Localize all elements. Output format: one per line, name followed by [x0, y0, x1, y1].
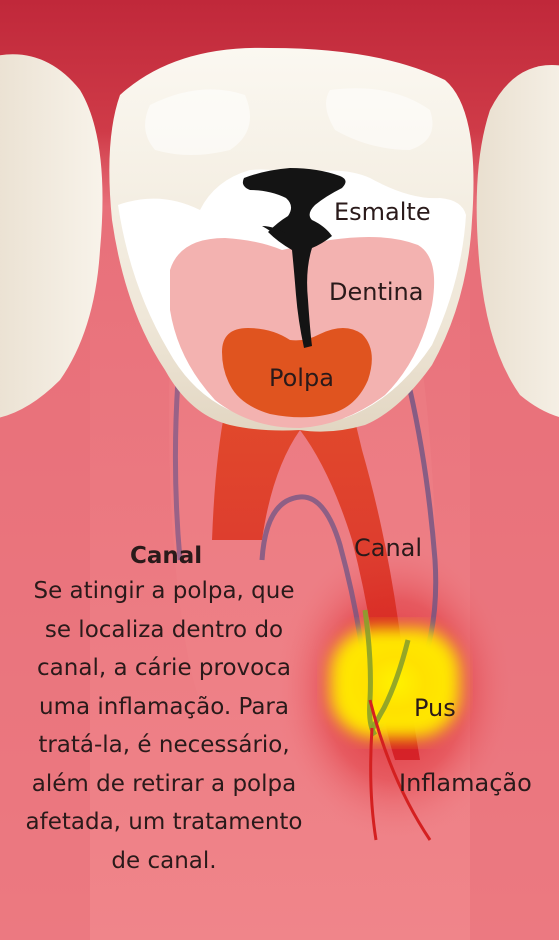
left-tooth [0, 54, 103, 418]
crown-highlight-right [326, 88, 433, 150]
inflammation-line [368, 699, 432, 841]
pulp-chamber [222, 328, 372, 418]
cavity-branch [262, 226, 292, 250]
inflammation-line-2 [369, 727, 378, 841]
caption-title: Canal [130, 543, 203, 569]
cavity [242, 168, 346, 348]
caption-body: Se atingir a polpa, que se localiza dent… [25, 578, 303, 874]
label-pus: Pus [414, 694, 456, 722]
root-outline-left [172, 379, 183, 561]
caption: Canal Se atingir a polpa, que se localiz… [18, 541, 310, 880]
infected-pulp-canal [212, 400, 420, 760]
label-dentina: Dentina [329, 278, 424, 306]
label-canal: Canal [354, 534, 423, 562]
label-inflamacao: Inflamação [399, 769, 532, 797]
label-esmalte: Esmalte [334, 198, 431, 226]
label-polpa: Polpa [269, 364, 334, 392]
crown-highlight-left [145, 89, 250, 155]
root-tip-green-2 [369, 639, 411, 732]
right-tooth [476, 65, 559, 417]
